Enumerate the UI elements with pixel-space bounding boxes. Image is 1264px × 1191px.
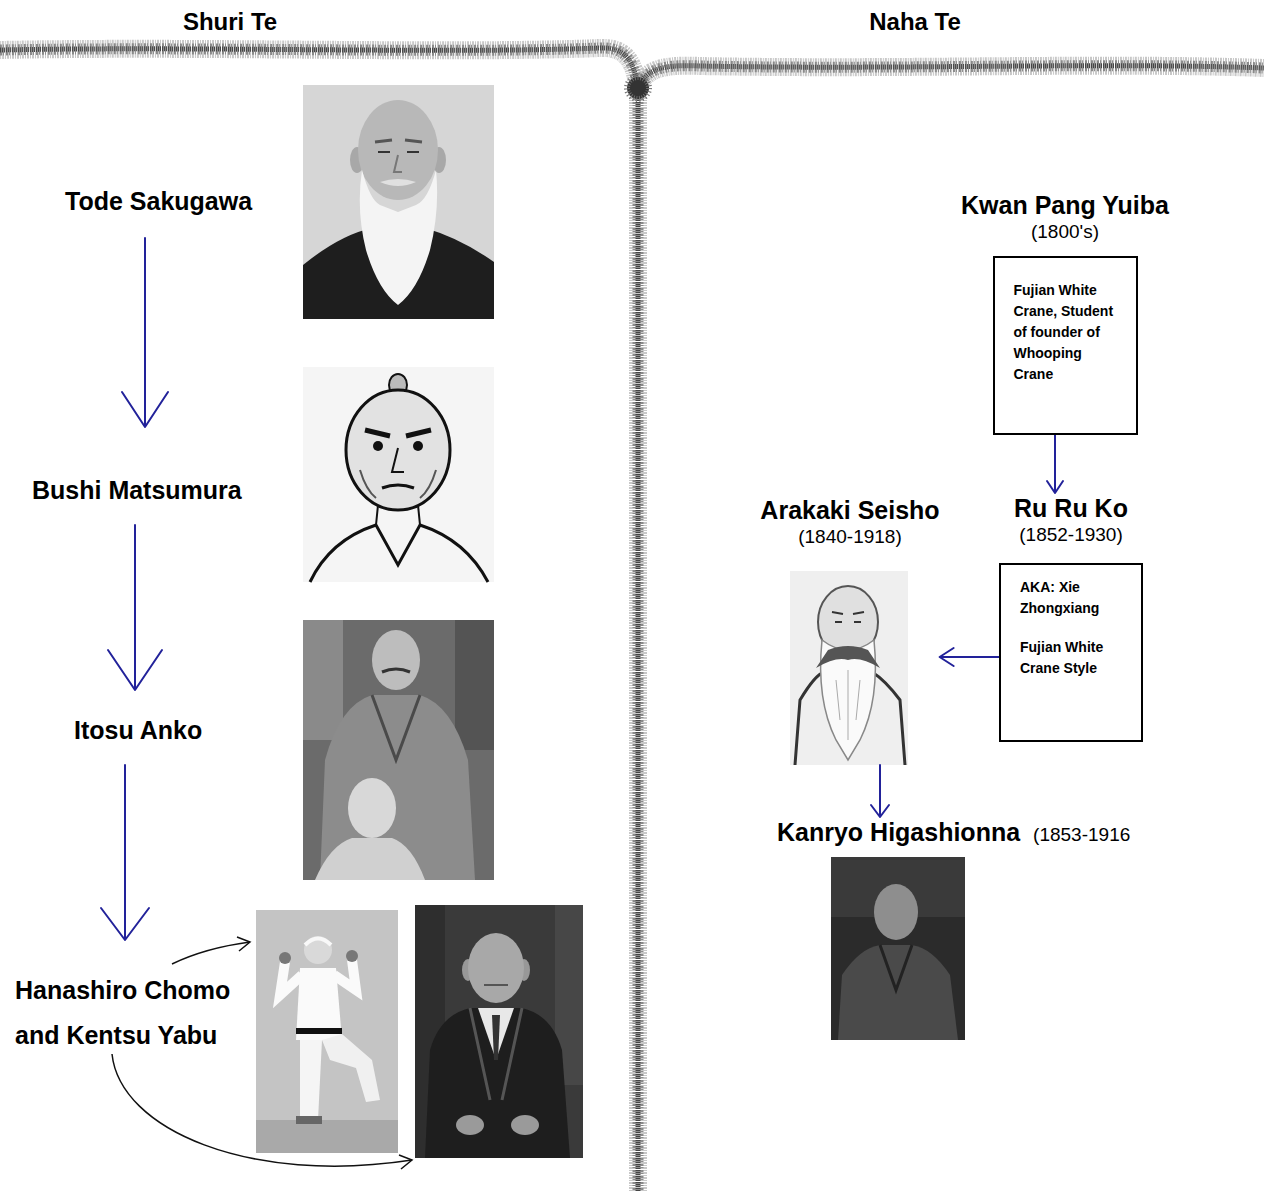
master-name: Arakaki Seisho (760, 495, 939, 525)
date-text: (1800's) (1031, 220, 1099, 244)
seated-portrait-photo (415, 905, 583, 1158)
info-box: AKA: Xie ZhongxiangFujian White Crane St… (999, 563, 1143, 742)
master-box: Ru Ru Ko(1852-1930) AKA: Xie ZhongxiangFu… (999, 493, 1143, 742)
date-text: (1853-1916 (1033, 823, 1130, 847)
info-text: Fujian White Crane Style (1020, 637, 1123, 679)
lineage-arrow (108, 525, 162, 690)
lineage-arrow (101, 765, 149, 940)
divider-bands (0, 48, 1264, 1191)
pointer-arrow (112, 937, 412, 1169)
master-node: Kanryo Higashionna (1853-1916 (777, 817, 1130, 847)
portrait-sketch (303, 367, 494, 582)
portrait-photo (831, 857, 965, 1040)
master-name: Itosu Anko (74, 715, 202, 745)
lineage-arrow (122, 238, 168, 427)
info-text: AKA: Xie Zhongxiang (1020, 577, 1123, 619)
date-text: (1852-1930) (1019, 523, 1123, 547)
column-heading: Shuri Te (183, 8, 277, 36)
master-name: Hanashiro Chomo and Kentsu Yabu (15, 968, 260, 1058)
info-text: Fujian White Crane, Student of founder o… (1014, 280, 1122, 385)
bearded-portrait-sketch (790, 571, 908, 765)
master-name: Ru Ru Ko (1014, 493, 1128, 523)
master-node: Hanashiro Chomo and Kentsu Yabu (15, 940, 260, 1058)
master-name: Kanryo Higashionna (777, 817, 1020, 847)
lineage-arrow (1047, 435, 1063, 493)
master-name: Kwan Pang Yuiba (961, 190, 1169, 220)
master-name: Tode Sakugawa (65, 186, 252, 216)
master-portrait: Arakaki Seisho(1840-1918) (760, 495, 939, 765)
master-node: Tode Sakugawa (65, 164, 252, 238)
master-box: Kwan Pang Yuiba(1800's) Fujian White Cran… (961, 190, 1169, 435)
group-photo (303, 620, 494, 880)
lineage-arrow (940, 648, 999, 666)
master-node: Bushi Matsumura (32, 427, 242, 525)
column-heading: Naha Te (869, 8, 961, 36)
master-name: Bushi Matsumura (32, 475, 242, 505)
portrait-photo (303, 85, 494, 319)
date-text: (1840-1918) (798, 525, 902, 549)
info-box: Fujian White Crane, Student of founder o… (993, 256, 1138, 435)
lineage-arrow (871, 765, 889, 817)
master-node: Itosu Anko (74, 690, 202, 765)
karate-pose-photo (256, 910, 398, 1153)
